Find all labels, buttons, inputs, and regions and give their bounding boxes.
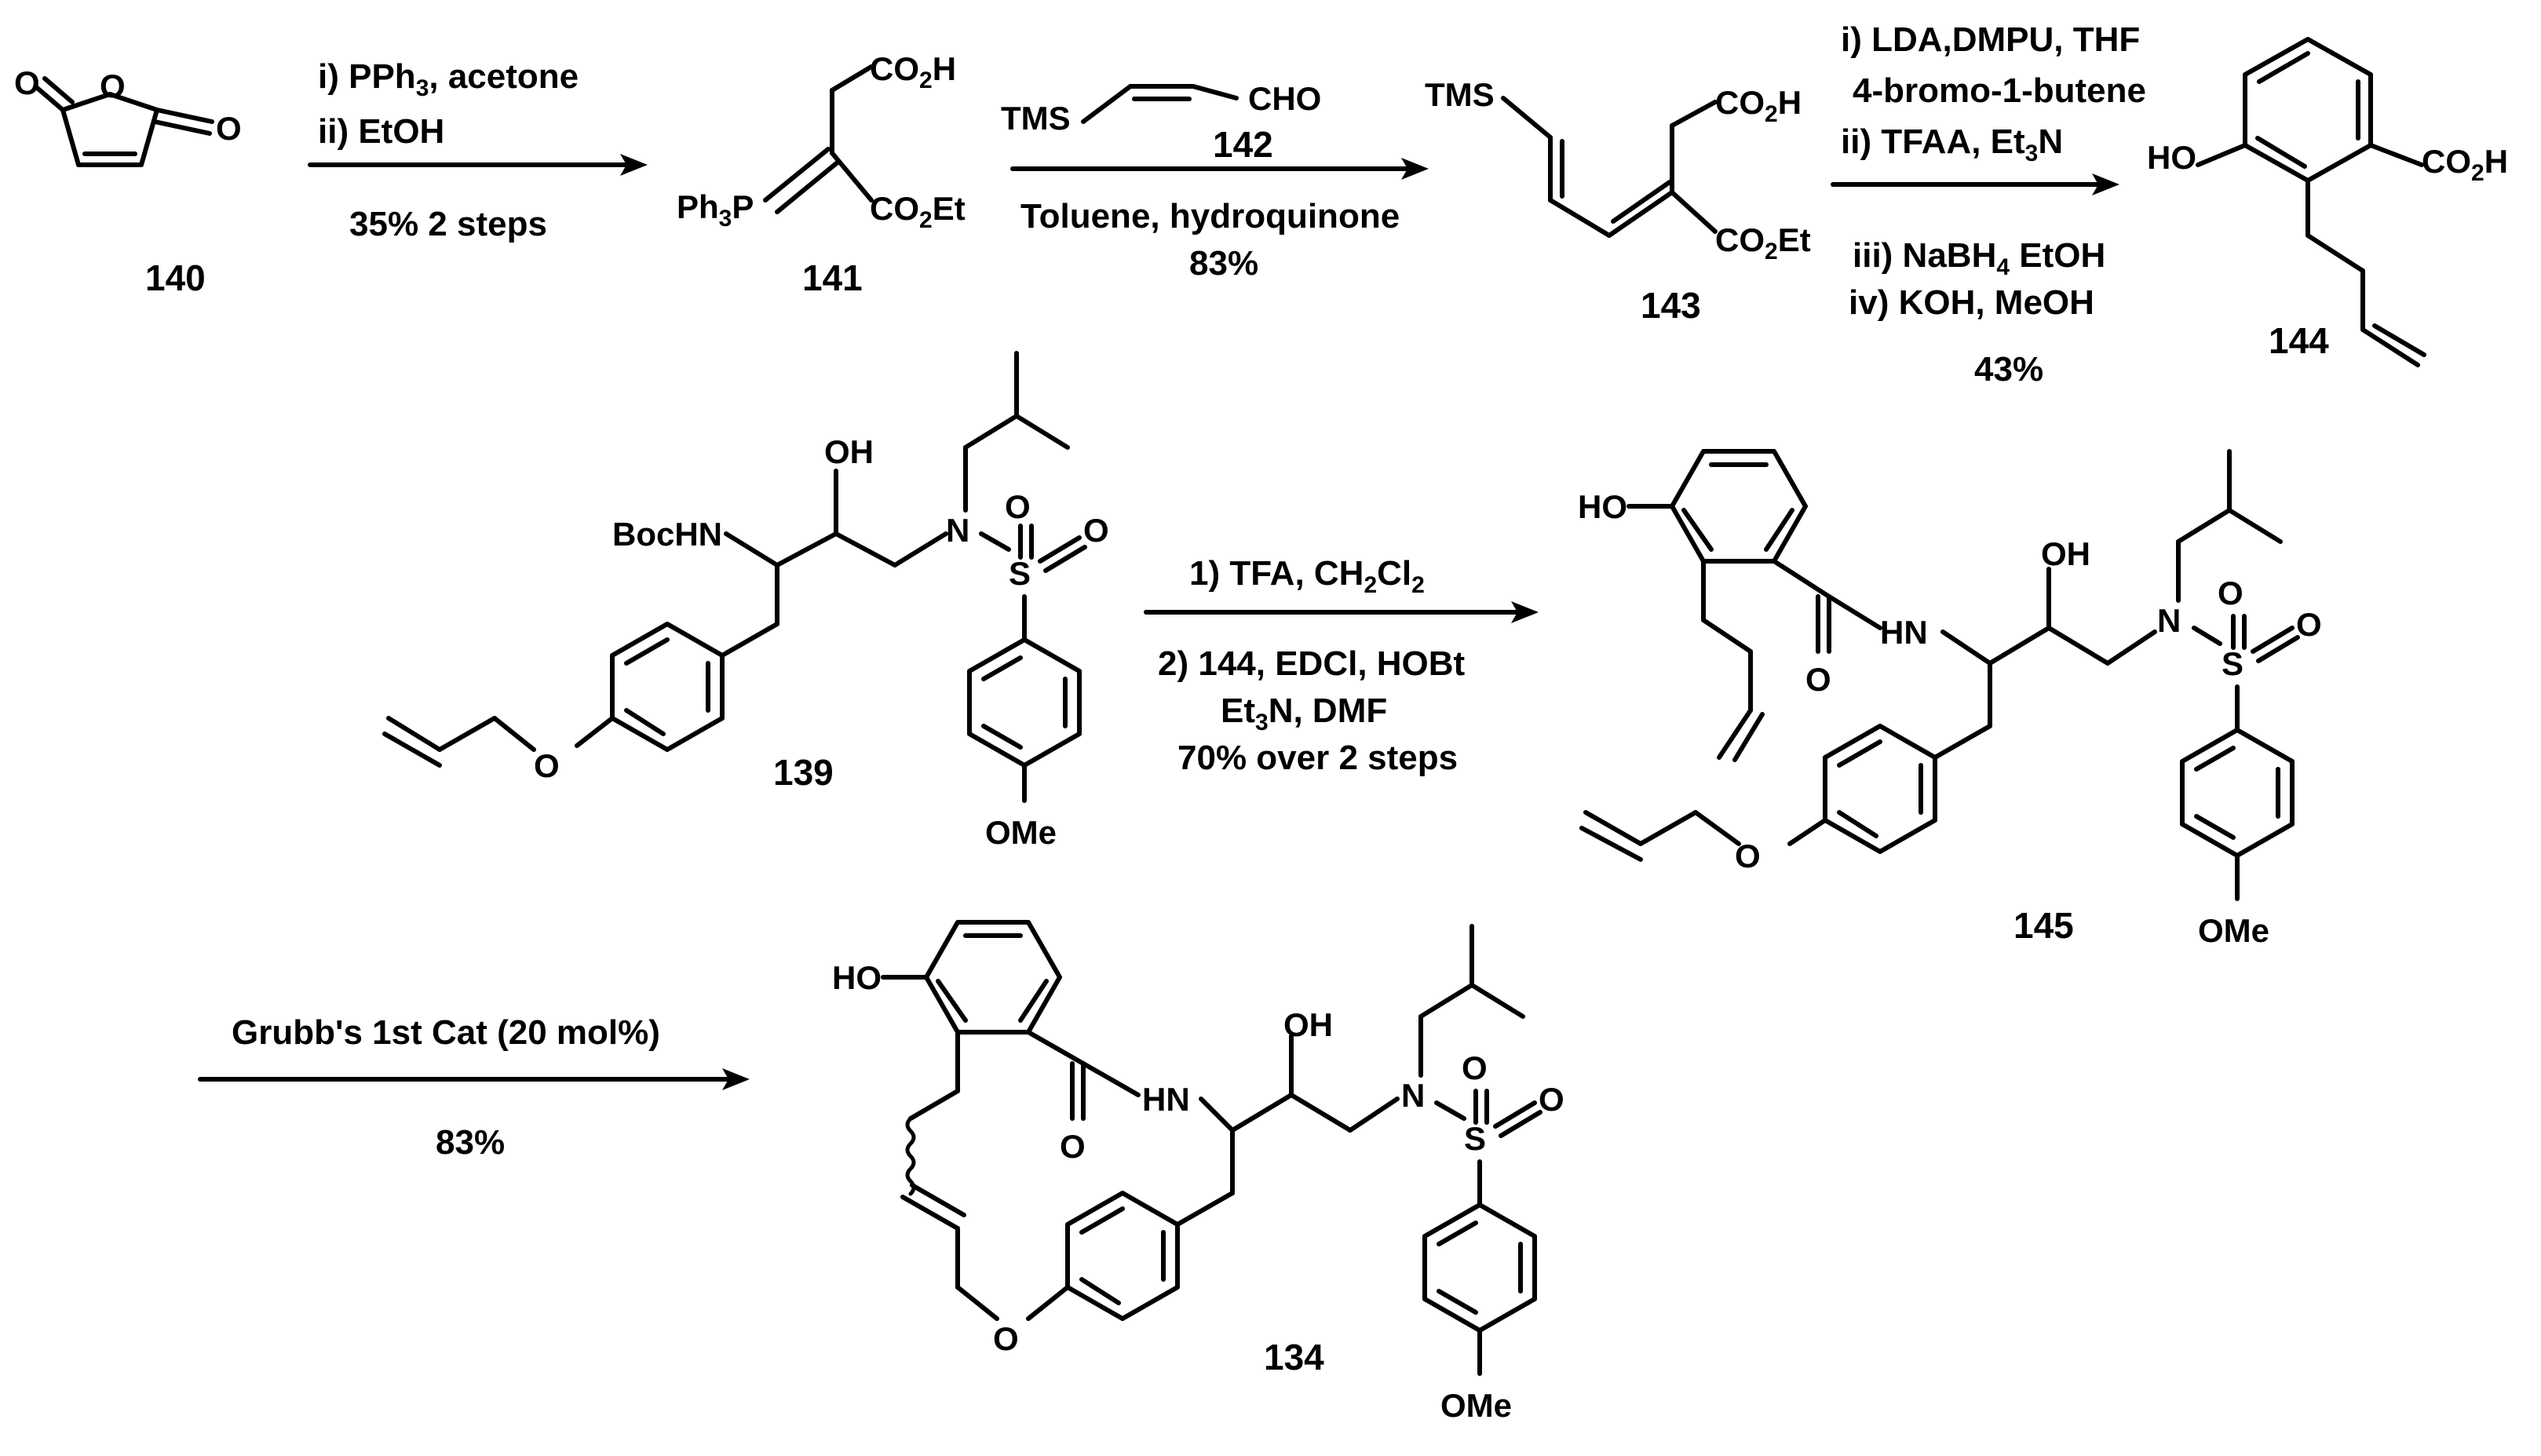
- atom-s: S: [1009, 555, 1031, 592]
- reaction-step-1: i) PPh3​, acetone ii) EtOH 35% 2 steps: [308, 57, 648, 243]
- reaction-step-2: TMS CHO 142 Toluene, hydroquinone 83%: [1001, 80, 1429, 283]
- atom-cho: CHO: [1248, 80, 1321, 117]
- compound-141: Ph3​P CO2​H CO2​Et 141: [677, 50, 966, 298]
- compound-145: HO O HN OH N S O O: [1578, 449, 2322, 949]
- atom-o: O: [216, 110, 242, 147]
- atom-n: N: [1401, 1077, 1425, 1114]
- compound-label-139: 139: [773, 752, 834, 793]
- compound-label-140: 140: [145, 257, 206, 298]
- reagent-label-142: 142: [1213, 124, 1273, 165]
- atom-o: O: [1805, 661, 1831, 698]
- atom-hn: HN: [1880, 614, 1928, 651]
- atom-oh: OH: [824, 433, 874, 470]
- step3-reagent-1: i) LDA,DMPU, THF: [1841, 20, 2140, 59]
- arrowhead-icon: [620, 154, 648, 176]
- step2-yield: 83%: [1189, 244, 1258, 283]
- atom-n: N: [946, 512, 969, 549]
- step3-reagent-5: iv) KOH, MeOH: [1849, 283, 2094, 322]
- atom-o: O: [1462, 1049, 1488, 1086]
- arrowhead-icon: [1511, 601, 1539, 623]
- atom-o: O: [1539, 1081, 1564, 1118]
- atom-o: O: [1060, 1128, 1086, 1165]
- atom-co2h: CO2​H: [870, 50, 956, 93]
- step3-reagent-4: iii) NaBH4​ EtOH: [1853, 236, 2105, 280]
- step5-catalyst: Grubb's 1st Cat (20 mol%): [232, 1013, 660, 1052]
- atom-oh: OH: [2041, 535, 2090, 572]
- compound-label-143: 143: [1641, 285, 1701, 326]
- atom-s: S: [1464, 1120, 1486, 1157]
- atom-o: O: [14, 64, 40, 101]
- atom-ho: HO: [2147, 139, 2196, 176]
- atom-n: N: [2157, 602, 2181, 639]
- compound-label-145: 145: [2013, 905, 2074, 946]
- compound-144: HO CO2​H 144: [2147, 37, 2508, 367]
- atom-oh: OH: [1283, 1006, 1333, 1043]
- arrowhead-icon: [2092, 173, 2119, 195]
- reaction-step-3: i) LDA,DMPU, THF 4-bromo-1-butene ii) TF…: [1831, 20, 2146, 389]
- atom-o: O: [100, 68, 126, 104]
- atom-hn: HN: [1142, 1081, 1190, 1118]
- atom-o: O: [2296, 606, 2322, 643]
- step1-yield: 35% 2 steps: [349, 205, 547, 243]
- atom-tms: TMS: [1425, 76, 1495, 113]
- reaction-step-5: Grubb's 1st Cat (20 mol%) 83%: [198, 1013, 750, 1162]
- atom-ome: OMe: [985, 814, 1057, 851]
- step4-reagent-1: 1) TFA, CH2​Cl2​: [1189, 554, 1425, 598]
- step4-reagent-3: Et3​N, DMF: [1221, 692, 1387, 735]
- compound-143: TMS CO2​H CO2​Et 143: [1425, 76, 1811, 326]
- step3-reagent-2: 4-bromo-1-butene: [1853, 71, 2146, 110]
- atom-co2et: CO2​Et: [870, 190, 966, 233]
- atom-ph3p: Ph3​P: [677, 188, 754, 232]
- atom-o: O: [2218, 575, 2243, 611]
- step3-reagent-3: ii) TFAA, Et3​N: [1841, 122, 2063, 166]
- atom-co2h: CO2​H: [1715, 84, 1802, 127]
- step4-yield: 70% over 2 steps: [1177, 739, 1458, 777]
- compound-140: O O O 140: [14, 64, 242, 298]
- atom-ho: HO: [832, 959, 882, 996]
- atom-ome: OMe: [2198, 912, 2269, 949]
- reaction-step-4: 1) TFA, CH2​Cl2​ 2) 144, EDCl, HOBt Et3​…: [1144, 554, 1539, 777]
- atom-o: O: [1083, 512, 1109, 549]
- arrowhead-icon: [1401, 158, 1429, 180]
- atom-s: S: [2222, 645, 2243, 682]
- step1-reagent-1: i) PPh3​, acetone: [318, 57, 579, 101]
- atom-co2h: CO2​H: [2422, 143, 2508, 186]
- step4-reagent-2: 2) 144, EDCl, HOBt: [1158, 644, 1466, 683]
- atom-co2et: CO2​Et: [1715, 221, 1811, 265]
- arrowhead-icon: [722, 1068, 750, 1090]
- compound-139: BocHN OH N S O O OMe O: [382, 351, 1109, 851]
- step3-yield: 43%: [1974, 350, 2043, 389]
- compound-134: HO O O HN OH N: [832, 920, 1564, 1424]
- atom-o: O: [534, 747, 560, 784]
- atom-bochn: BocHN: [612, 516, 722, 553]
- wavy-bond: [905, 1116, 916, 1196]
- step5-yield: 83%: [436, 1123, 505, 1162]
- atom-o: O: [993, 1320, 1019, 1357]
- compound-label-141: 141: [802, 257, 863, 298]
- atom-ho: HO: [1578, 488, 1627, 525]
- compound-label-144: 144: [2269, 320, 2329, 361]
- atom-ome: OMe: [1440, 1387, 1512, 1424]
- step2-solvent: Toluene, hydroquinone: [1020, 197, 1400, 235]
- compound-label-134: 134: [1264, 1337, 1324, 1378]
- step1-reagent-2: ii) EtOH: [318, 112, 444, 151]
- atom-tms: TMS: [1001, 100, 1071, 137]
- atom-o: O: [1005, 488, 1031, 525]
